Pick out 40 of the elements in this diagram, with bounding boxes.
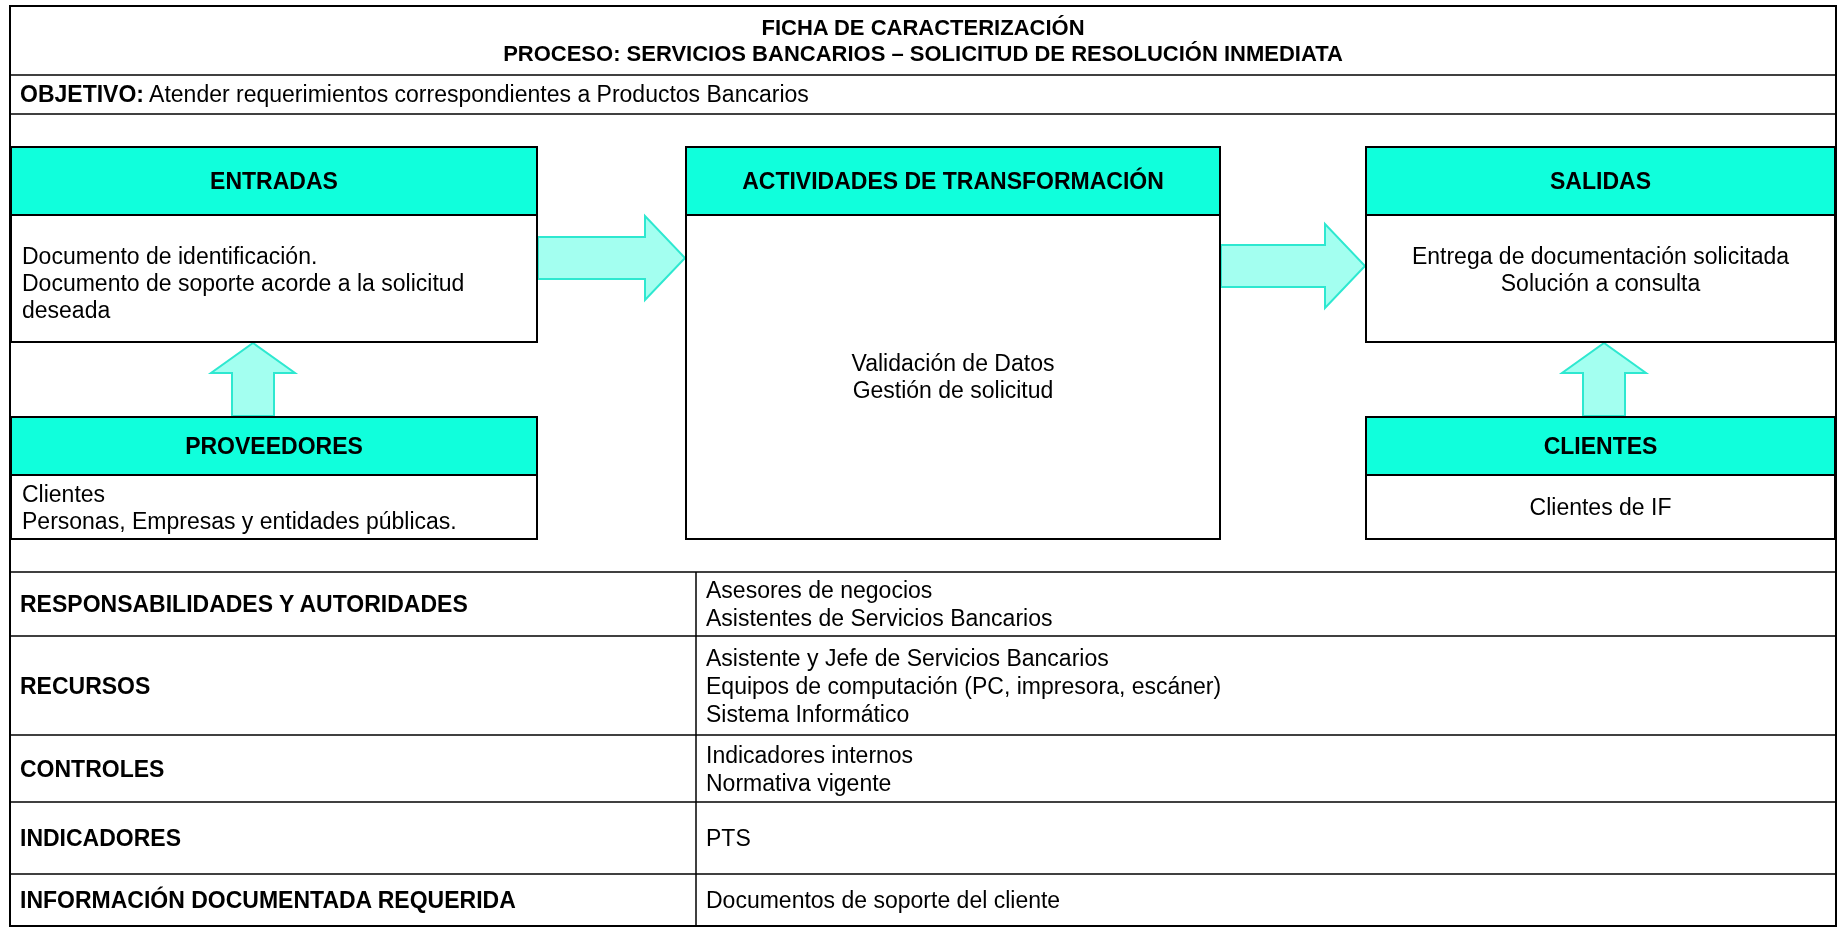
block-arrow: [537, 213, 687, 303]
cell-text: Normativa vigente: [706, 768, 893, 797]
box-text: Gestión de solicitud: [851, 377, 1055, 404]
cell-text: Documentos de soporte del cliente: [706, 886, 1062, 914]
objective-text: OBJETIVO: Atender requerimientos correspondientes a Productos Bancarios: [20, 80, 809, 109]
process-box: [10, 416, 538, 540]
row-heading: INDICADORES: [20, 824, 182, 852]
row-heading: CONTROLES: [20, 754, 166, 783]
row-heading: RESPONSABILIDADES Y AUTORIDADES: [20, 590, 469, 618]
section-header: SALIDAS: [1367, 148, 1834, 216]
row-heading: INFORMACIÓN DOCUMENTADA REQUERIDA: [20, 886, 517, 914]
cell-text: Asesores de negocios: [706, 576, 934, 604]
box-text: Clientes de IF: [1528, 493, 1673, 521]
diagram-title: FICHA DE CARACTERIZACIÓN: [761, 14, 1085, 41]
box-text: Solución a consulta: [1499, 270, 1702, 297]
process-box: [685, 146, 1221, 540]
process-title: PROCESO: SERVICIOS BANCARIOS – SOLICITUD DE RESOLUCIÓN INMEDIATA: [503, 40, 1343, 67]
box-text: Clientes: [22, 481, 107, 508]
row-heading: RECURSOS: [20, 671, 152, 700]
section-header: CLIENTES: [1367, 418, 1834, 476]
section-header: ACTIVIDADES DE TRANSFORMACIÓN: [687, 148, 1219, 216]
process-box: [1365, 146, 1836, 343]
box-text: Documento de identificación.: [22, 243, 319, 270]
section-header: PROVEEDORES: [12, 418, 536, 476]
cell-text: Asistentes de Servicios Bancarios: [706, 604, 1054, 632]
cell-text: Sistema Informático: [706, 699, 911, 728]
cell-text: Equipos de computación (PC, impresora, escáner): [706, 671, 1223, 700]
process-box: [10, 146, 538, 343]
cell-text: PTS: [706, 824, 752, 852]
block-arrow: [1558, 341, 1650, 417]
box-text: Personas, Empresas y entidades públicas.: [22, 508, 458, 535]
box-text: Validación de Datos: [850, 350, 1056, 377]
block-arrow: [1220, 221, 1367, 311]
process-box: [1365, 416, 1836, 540]
box-text: Documento de soporte acorde a la solicitud deseada: [22, 270, 466, 324]
cell-text: Asistente y Jefe de Servicios Bancarios: [706, 643, 1110, 672]
block-arrow: [207, 341, 299, 417]
cell-text: Indicadores internos: [706, 740, 915, 769]
box-text: Entrega de documentación solicitada: [1410, 243, 1791, 270]
section-header: ENTRADAS: [12, 148, 536, 216]
